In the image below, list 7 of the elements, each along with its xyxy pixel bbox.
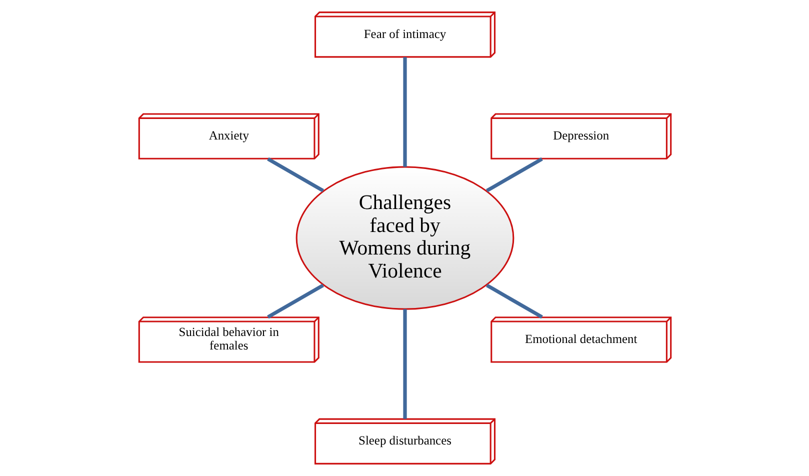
connector [266,284,324,319]
connector [402,309,406,419]
connector [485,284,542,319]
connector [266,157,324,192]
node-ellipse: Challenges faced by Womens during Violence [295,166,514,310]
connector [402,57,406,167]
connector [485,157,542,192]
